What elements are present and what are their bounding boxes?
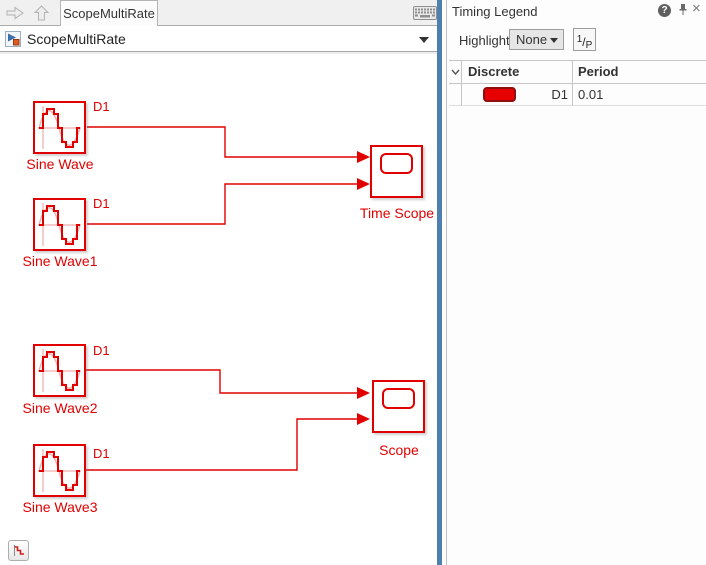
sine-wave-icon [38,349,81,392]
staircase-icon [14,545,24,556]
chevron-down-icon[interactable] [419,37,429,43]
block-sine-wave3[interactable] [33,444,86,497]
block-scope[interactable] [372,380,425,433]
block-sine-wave2[interactable] [33,344,86,397]
breadcrumb-model-name: ScopeMultiRate [27,31,126,47]
period-numerator: 1 [576,34,583,45]
column-header-period[interactable]: Period [573,61,706,84]
keyboard-icon[interactable] [413,6,437,20]
period-toggle-button[interactable]: 1/P [573,28,596,51]
highlight-dropdown[interactable]: None [509,29,564,50]
block-time-scope[interactable] [370,145,423,198]
up-arrow-icon[interactable] [33,4,50,22]
breadcrumb[interactable]: ScopeMultiRate [0,27,437,52]
period-slash: / [582,35,586,49]
timing-legend-table: Discrete Period D1 0.01 [449,60,706,106]
block-sine-wave1[interactable] [33,198,86,251]
sine-wave-icon [38,203,81,246]
rate-color-swatch [483,87,516,102]
pin-icon[interactable] [678,3,688,16]
block-name-sine-wave3[interactable]: Sine Wave3 [22,499,98,515]
highlight-dropdown-value: None [516,32,548,47]
close-icon[interactable]: × [692,0,701,17]
chevron-down-icon [550,38,558,43]
block-name-sine-wave[interactable]: Sine Wave [26,156,94,172]
rate-annotation: D1 [93,343,110,358]
sample-time-legend-button[interactable] [8,540,29,561]
table-row-discrete-cell[interactable]: D1 [462,84,573,106]
block-sine-wave[interactable] [33,101,86,154]
highlight-label: Highlight [459,33,510,48]
tab-scopemultirate[interactable]: ScopeMultiRate [60,0,158,26]
panel-title: Timing Legend [452,4,538,19]
help-icon[interactable]: ? [658,4,671,17]
rate-name: D1 [551,87,568,102]
scope-screen-icon [382,388,415,409]
forward-arrow-icon[interactable] [5,5,25,21]
block-name-sine-wave1[interactable]: Sine Wave1 [22,253,98,269]
collapse-chevron-icon[interactable] [449,61,462,84]
sine-wave-icon [38,449,81,492]
column-header-discrete[interactable]: Discrete [462,61,573,84]
block-name-scope[interactable]: Scope [379,442,419,458]
block-name-time-scope[interactable]: Time Scope [359,205,435,221]
period-denominator: P [585,40,593,51]
rate-annotation: D1 [93,446,110,461]
panel-splitter[interactable] [437,0,442,565]
scope-screen-icon [380,153,413,174]
simulink-model-icon [5,31,21,47]
sine-wave-icon [38,106,81,149]
rate-annotation: D1 [93,99,110,114]
panel-edge-line [446,0,447,565]
timing-legend-panel: Timing Legend ? × Highlight None 1/P Dis… [447,0,706,565]
rate-annotation: D1 [93,196,110,211]
row-spacer [449,84,462,106]
table-row-period-cell[interactable]: 0.01 [573,84,706,106]
block-name-sine-wave2[interactable]: Sine Wave2 [22,400,98,416]
toolbar: ScopeMultiRate [0,0,437,26]
